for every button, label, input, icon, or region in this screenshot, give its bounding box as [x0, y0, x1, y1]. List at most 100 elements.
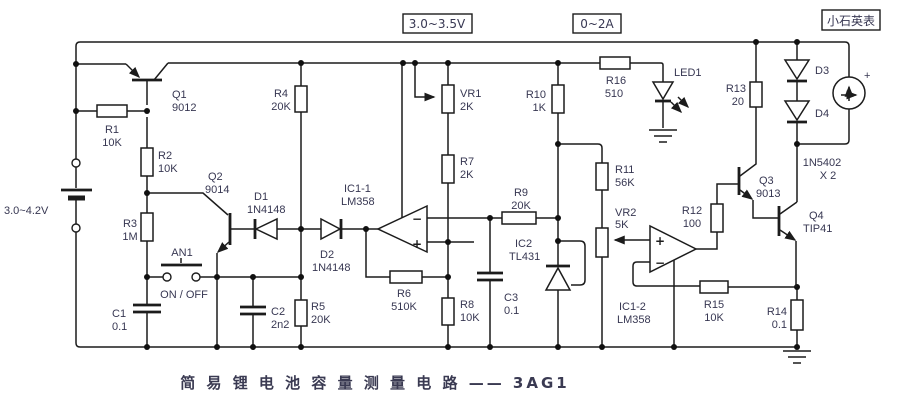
callout-voltage-range: 3.0~3.5V	[402, 13, 473, 34]
r6-ref: R6	[397, 288, 411, 300]
d3-ref: D3	[815, 65, 829, 77]
meter-plus-label: +	[864, 70, 870, 82]
r7-val: 2K	[460, 169, 474, 181]
r10-ref: R10	[526, 89, 546, 101]
led1-ground-icon	[649, 129, 677, 143]
ic1b-minus-sign: −	[655, 256, 665, 270]
ic2-ref: IC2	[515, 238, 532, 250]
ic1a-val: LM358	[341, 196, 375, 208]
resistor-R4: R4 20K	[271, 85, 308, 113]
resistor-R11: R11 56K	[595, 162, 635, 191]
resistor-R7: R7 2K	[441, 154, 474, 184]
r9-ref: R9	[514, 187, 528, 199]
transistor-Q3: Q3 9013	[737, 167, 780, 200]
vr2-val: 5K	[615, 219, 629, 231]
capacitor-C2: C2 2n2	[240, 305, 289, 331]
diode-D1: D1 1N4148	[247, 191, 286, 241]
d2-ref: D2	[320, 249, 334, 261]
c1-ref: C1	[112, 308, 126, 320]
ic1b-val: LM358	[617, 314, 651, 326]
q4-ref: Q4	[809, 210, 824, 222]
c3-val: 0.1	[504, 305, 519, 317]
wires	[75, 41, 850, 348]
c3-ref: C3	[504, 292, 518, 304]
ic1b-ref: IC1-2	[619, 301, 646, 313]
r11-ref: R11	[615, 164, 634, 176]
resistor-R9: R9 20K	[501, 187, 537, 225]
r14-val: 0.1	[772, 319, 787, 331]
potentiometer-VR2: VR2 5K	[595, 207, 636, 258]
r6-val: 510K	[391, 301, 417, 313]
c2-val: 2n2	[271, 319, 289, 331]
r15-val: 10K	[704, 312, 724, 324]
c2-ref: C2	[271, 306, 285, 318]
ic1a-minus-sign: −	[412, 212, 422, 226]
resistor-R13: R13 20	[726, 81, 763, 108]
current-range-label: 0~2A	[580, 17, 614, 31]
quartz-watch-label: 小石英表	[827, 14, 875, 28]
vr1-ref: VR1	[460, 88, 481, 100]
diode-D3: D3	[783, 59, 829, 83]
q3-ref: Q3	[759, 175, 774, 187]
an1-ref: AN1	[171, 247, 192, 259]
led1-ref: LED1	[674, 67, 702, 79]
resistor-R14: R14 0.1	[767, 299, 804, 331]
transistor-Q1: Q1 9012	[125, 62, 196, 114]
resistor-R3: R3 1M	[122, 212, 154, 243]
potentiometer-VR1: VR1 2K	[441, 84, 481, 114]
q2-val: 9014	[205, 184, 229, 196]
main-ground-icon	[783, 350, 811, 364]
r4-ref: R4	[274, 88, 288, 100]
resistor-R15: R15 10K	[699, 280, 729, 324]
d4-ref: D4	[815, 108, 829, 120]
q2-ref: Q2	[208, 171, 223, 183]
q4-val: TIP41	[803, 223, 832, 235]
battery-voltage-label: 3.0~4.2V	[4, 205, 49, 217]
r11-val: 56K	[615, 177, 635, 189]
r5-ref: R5	[311, 301, 325, 313]
r16-ref: R16	[606, 75, 626, 87]
ic1a-plus-sign: +	[412, 237, 422, 251]
r5-val: 20K	[311, 314, 331, 326]
capacitor-C1: C1 0.1	[112, 303, 161, 333]
ic2-val: TL431	[509, 251, 540, 263]
r8-ref: R8	[460, 299, 474, 311]
vr2-ref: VR2	[615, 207, 636, 219]
r13-val: 20	[732, 96, 744, 108]
battery-symbol: 3.0~4.2V	[4, 158, 92, 233]
capacitor-C3: C3 0.1	[477, 271, 519, 317]
q1-ref: Q1	[172, 89, 187, 101]
schematic-title: 简 易 锂 电 池 容 量 测 量 电 路 —— 3AG1	[180, 374, 569, 392]
r15-ref: R15	[704, 299, 724, 311]
resistor-R6: R6 510K	[389, 270, 423, 313]
opamp-IC1-2: + − IC1-2 LM358	[617, 224, 698, 326]
transistor-Q4: Q4 TIP41	[777, 206, 832, 287]
r14-ref: R14	[767, 306, 787, 318]
resistor-R2: R2 10K	[140, 147, 178, 177]
diode-D2: D2 1N4148	[312, 217, 351, 274]
vr1-val: 2K	[460, 101, 474, 113]
r12-ref: R12	[682, 205, 702, 217]
r1-ref: R1	[105, 124, 119, 136]
r16-val: 510	[605, 88, 623, 100]
quartz-watch-meter: +	[832, 70, 870, 110]
opamp-IC1-1: − + IC1-1 LM358	[341, 183, 428, 254]
d1-ref: D1	[254, 191, 268, 203]
q1-val: 9012	[172, 102, 196, 114]
r2-val: 10K	[158, 163, 178, 175]
r3-ref: R3	[123, 218, 137, 230]
callout-quartz-watch: 小石英表	[821, 9, 881, 31]
resistor-R16: R16 510	[599, 56, 631, 100]
pushbutton-AN1: AN1 ON / OFF	[160, 247, 208, 301]
r4-val: 20K	[271, 101, 291, 113]
r9-val: 20K	[511, 200, 531, 212]
an1-mode: ON / OFF	[160, 289, 208, 301]
callout-current-range: 0~2A	[572, 13, 622, 34]
led-LED1: LED1	[649, 67, 702, 143]
r13-ref: R13	[726, 83, 746, 95]
r1-val: 10K	[102, 137, 122, 149]
r7-ref: R7	[460, 156, 474, 168]
shunt-reference-IC2: IC2 TL431	[509, 238, 572, 291]
c1-val: 0.1	[112, 321, 127, 333]
